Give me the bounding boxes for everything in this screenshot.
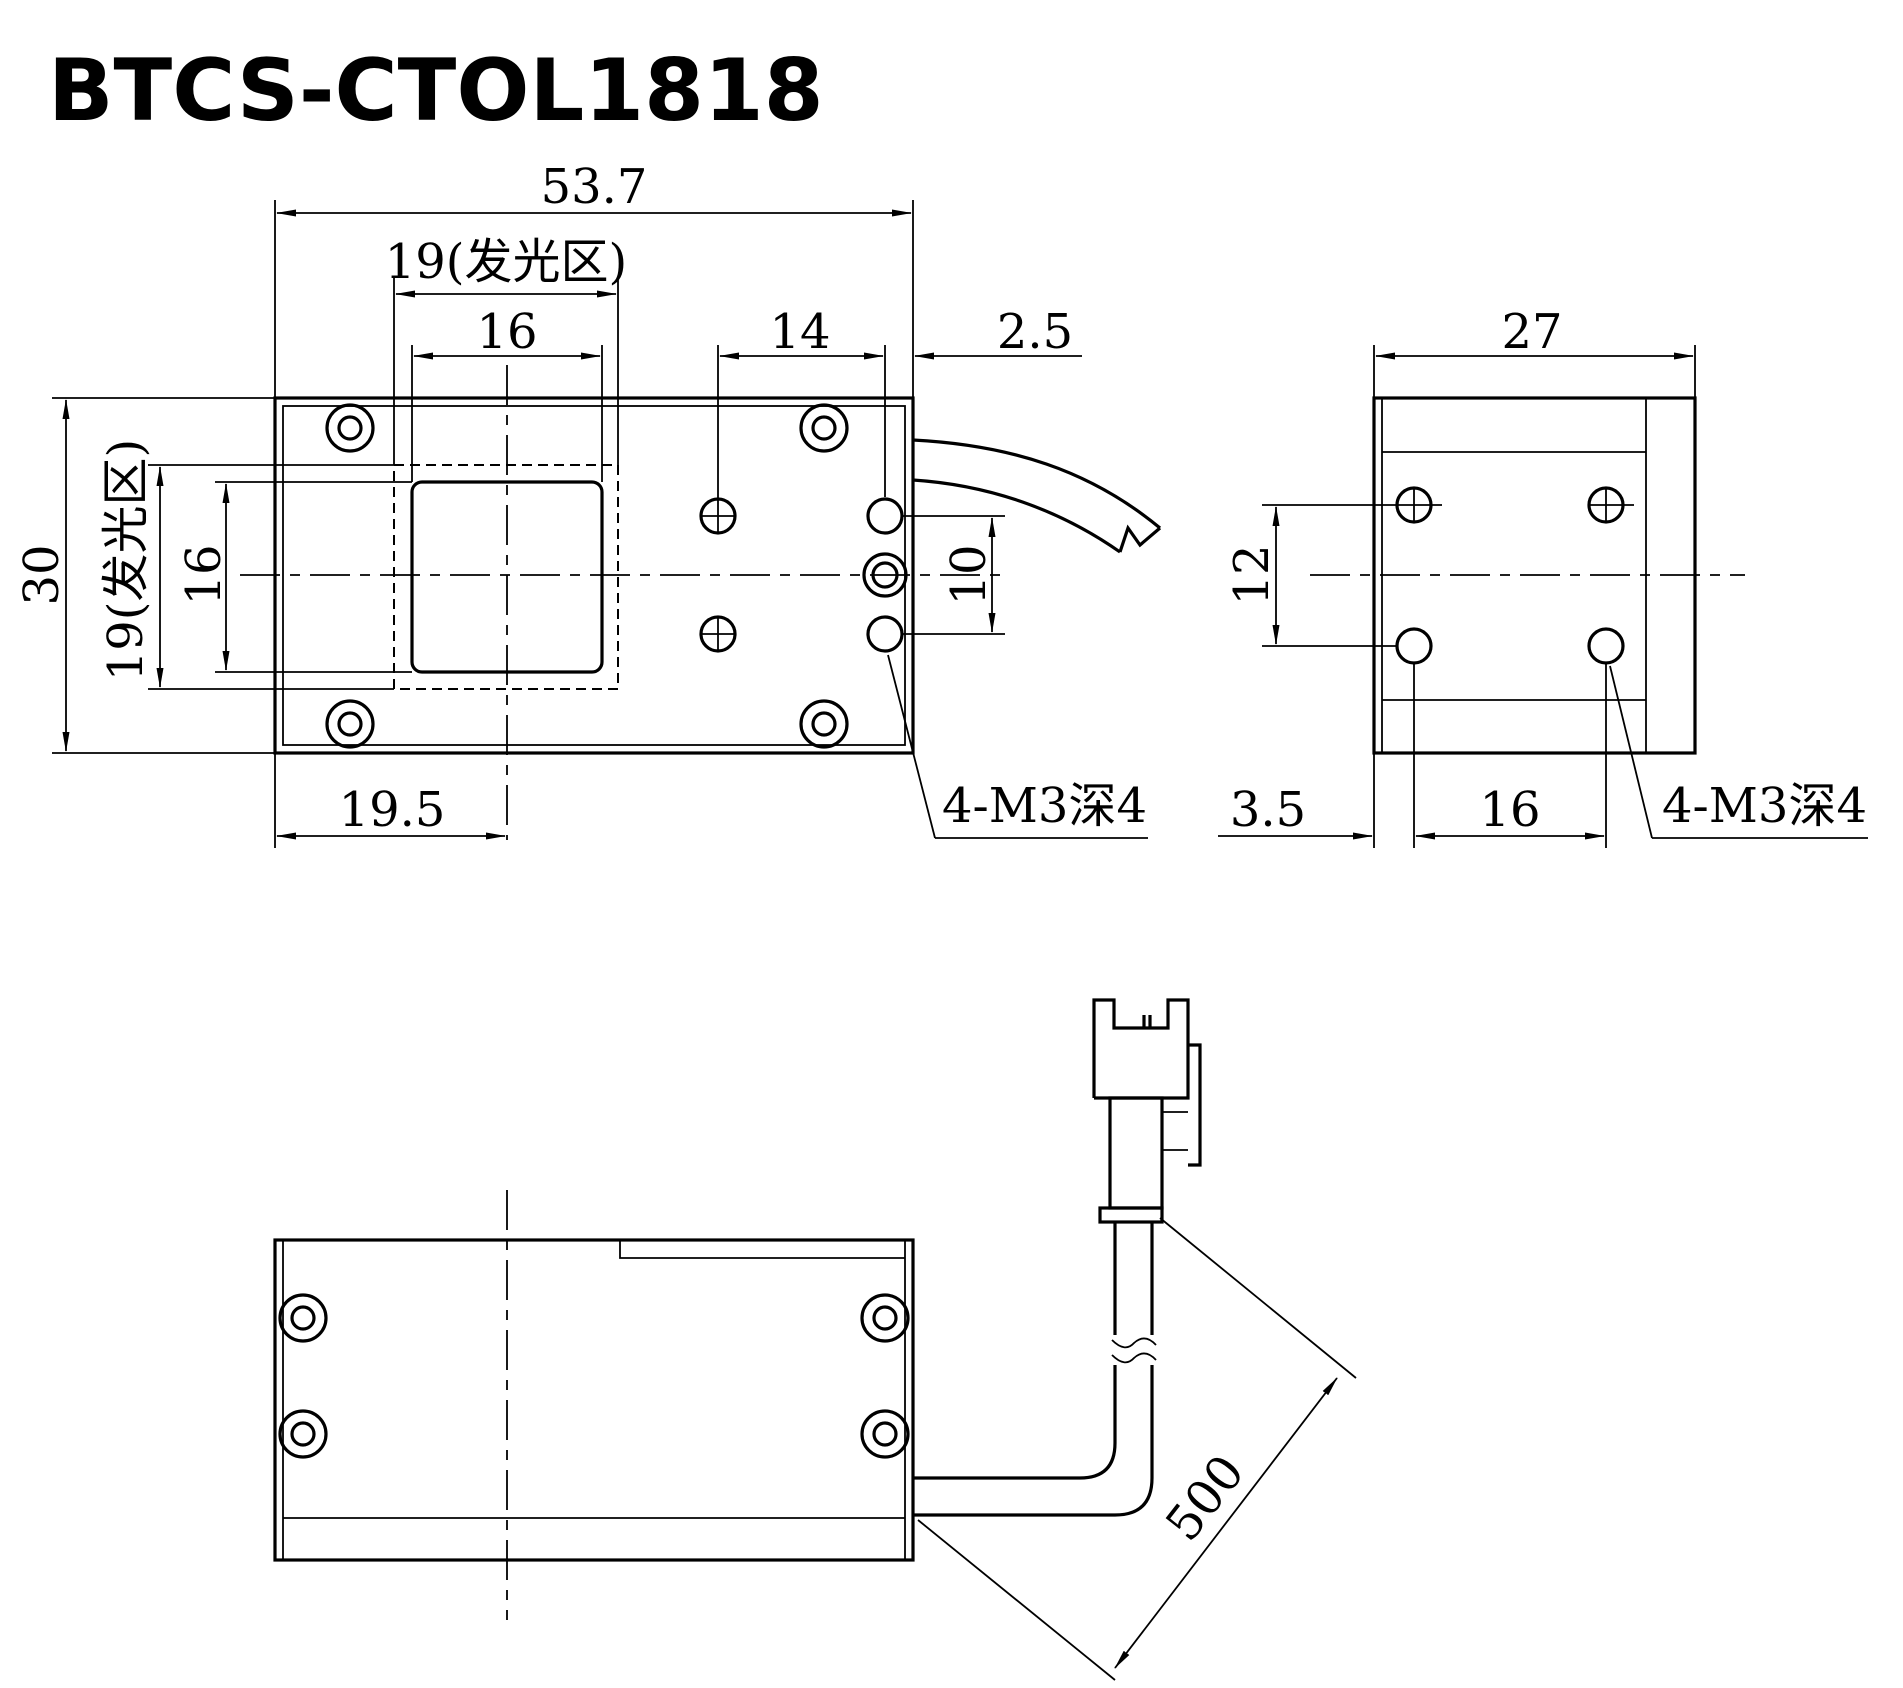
corner-hole-inner (337, 415, 363, 441)
connector-latch (1188, 1043, 1202, 1167)
cable-lower-edge (912, 478, 1121, 554)
dim-hole-spacing-x: 14 (769, 304, 830, 360)
front-view: 53.7 19(发光区) 16 14 2.5 30 19(发光区) 1 (14, 159, 1162, 848)
cable-break-lower (1111, 1352, 1157, 1364)
bottom-holes (278, 1293, 910, 1459)
dim-window-height: 16 (176, 544, 232, 605)
dim-overall-height: 30 (14, 544, 70, 605)
cable-upper-edge (912, 438, 1162, 530)
bottom-view: 500 (273, 998, 1357, 1681)
thread-leader-front (887, 654, 936, 839)
dim-side-offset: 3.5 (1230, 782, 1306, 838)
dim-overall-length: 53.7 (541, 159, 648, 215)
corner-hole-outer (799, 403, 849, 453)
dim-center-offset: 19.5 (339, 782, 446, 838)
m3-hole (1587, 627, 1625, 665)
dim-side-width: 27 (1501, 304, 1562, 360)
cable-gland-outer (862, 552, 908, 598)
corner-hole-inner (811, 415, 837, 441)
corner-hole-inner (337, 711, 363, 737)
corner-hole-inner (811, 711, 837, 737)
thread-leader-side (1609, 665, 1653, 839)
corner-holes (325, 403, 849, 749)
m3-hole (866, 497, 904, 535)
cable-gland-inner (871, 561, 899, 589)
emitting-area-outline (393, 464, 619, 690)
dim-window-width: 16 (476, 304, 537, 360)
corner-hole-outer (325, 699, 375, 749)
connector-housing (1092, 998, 1190, 1100)
dim-cable-offset: 2.5 (997, 304, 1073, 360)
cable-break-upper (1111, 1337, 1157, 1349)
cable-outer-edge (913, 1365, 1117, 1480)
dim-hole-spacing-y: 10 (941, 544, 997, 605)
dim-cable-length: 500 (1155, 1445, 1256, 1552)
dim-side-hole-spacing-y: 12 (1224, 544, 1280, 605)
dim-emitting-area-width: 19(发光区) (385, 234, 628, 290)
thread-note-front: 4-M3深4 (942, 778, 1147, 834)
corner-hole-outer (799, 699, 849, 749)
cable-break (1118, 524, 1162, 553)
connector (1092, 998, 1202, 1224)
m3-hole (1395, 627, 1433, 665)
thread-note-side: 4-M3深4 (1662, 778, 1867, 834)
dim-line-cable-length (1114, 1377, 1338, 1669)
bottom-body-outline (273, 1238, 915, 1562)
dim-side-hole-spacing-x: 16 (1479, 782, 1540, 838)
model-title: BTCS-CTOL1818 (48, 41, 824, 141)
m3-hole (866, 615, 904, 653)
corner-hole-outer (325, 403, 375, 453)
dim-emitting-area-height: 19(发光区) (98, 439, 154, 682)
side-view: 27 12 3.5 16 4-M3深4 (1218, 304, 1868, 848)
